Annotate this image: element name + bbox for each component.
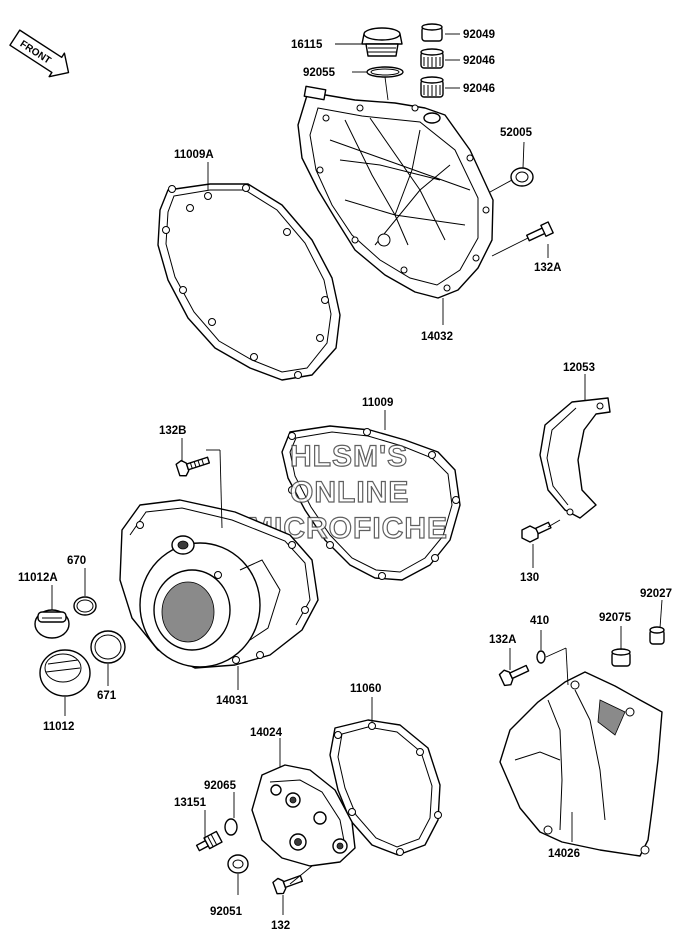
label-132b: 132B [159,425,187,437]
label-11009: 11009 [362,397,393,409]
label-16115: 16115 [291,39,323,51]
washer-410 [536,650,546,664]
label-11012: 11012 [43,721,74,733]
leader-lines [51,33,663,915]
watermark-line-2: ONLINE [290,476,409,509]
watermark: HLSM'S ONLINE MICROFICHE [247,439,448,545]
bushing-92046-a [420,48,444,69]
bolt-132a-top [526,221,554,242]
label-132a-top: 132A [534,262,562,274]
label-11060: 11060 [350,683,381,695]
watermark-line-3: MICROFICHE [248,512,448,545]
seal-92051 [227,854,249,874]
collar-92075 [611,648,631,667]
generator-cover-14031 [119,499,319,669]
front-arrow-icon: FRONT [9,29,70,78]
label-92046-a: 92046 [463,55,495,67]
label-52005: 52005 [500,127,533,139]
gasket-11060 [329,719,442,856]
bolt-132b [175,456,211,477]
sprocket-cover-14026 [499,671,663,857]
chain-guard-12053 [539,397,611,519]
label-14031: 14031 [216,695,249,707]
label-14026: 14026 [548,848,580,860]
label-11009a: 11009A [174,149,214,161]
label-92055: 92055 [303,67,336,79]
o-ring-92065 [224,818,238,836]
label-92049: 92049 [463,29,495,41]
label-670: 670 [67,555,86,567]
label-132a-mid: 132A [489,634,517,646]
pump-cover-14024 [251,764,356,867]
label-13151: 13151 [174,797,207,809]
bushing-92027 [649,626,665,645]
bushing-92049 [421,23,443,42]
gasket-11009a [157,183,341,381]
oil-filler-cap [361,27,403,57]
label-671: 671 [97,690,117,702]
gasket-11009 [281,425,461,581]
label-11012a: 11012A [18,572,58,584]
bolt-132 [272,874,304,895]
plug-11012a [34,609,70,639]
label-92046-b: 92046 [463,83,495,95]
watermark-line-1: HLSM'S [290,440,408,473]
bolt-132a-mid [498,664,530,687]
o-ring-671 [90,630,126,664]
plug-11012 [39,649,91,697]
label-14024: 14024 [250,727,283,739]
label-12053: 12053 [563,362,595,374]
label-132: 132 [271,920,290,932]
label-92027: 92027 [640,588,672,600]
fitting-13151 [195,830,223,852]
o-ring-670 [73,596,97,616]
label-410: 410 [530,615,549,627]
part-labels: 16115 92049 92046 92046 92055 52005 1100… [18,29,672,932]
label-92075: 92075 [599,612,632,624]
oil-seal-52005 [510,167,534,187]
label-92051: 92051 [210,906,243,918]
bushing-92046-b [420,76,444,98]
label-92065: 92065 [204,780,237,792]
label-14032: 14032 [421,331,453,343]
bolt-130 [521,521,552,543]
clutch-cover-14032 [297,85,494,299]
label-130: 130 [520,572,539,584]
